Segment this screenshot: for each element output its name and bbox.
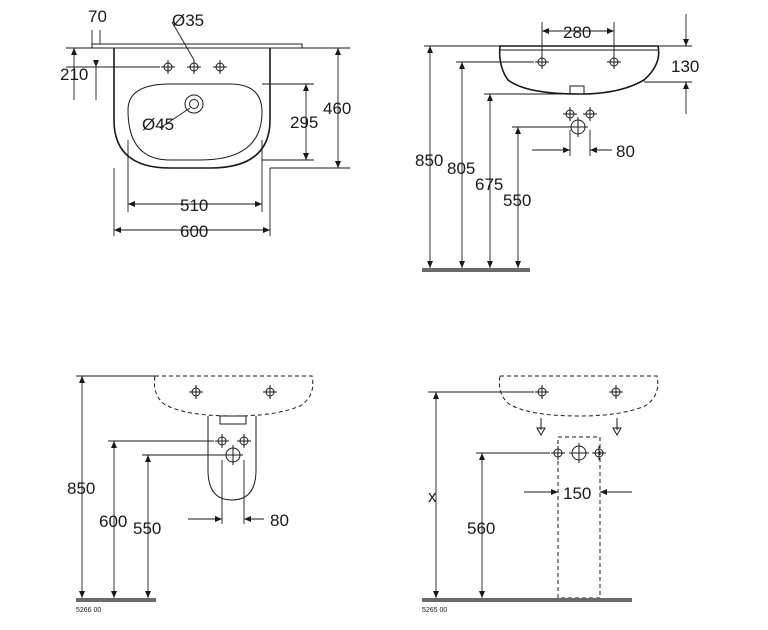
dim-210-label: 210 [60, 65, 88, 84]
dim-550-label: 550 [503, 191, 531, 210]
dim-150-label: 150 [563, 484, 591, 503]
fixing-hole-icon [608, 384, 624, 400]
drain-inner-icon [189, 99, 199, 109]
water-connection-icon [214, 433, 230, 449]
floor-line [76, 598, 156, 602]
floor-line [422, 268, 530, 272]
dim-80-label: 80 [616, 142, 635, 161]
dim-675-label: 675 [475, 175, 503, 194]
dim-80-label: 80 [270, 511, 289, 530]
tap-hole-icon [160, 59, 176, 75]
arrow-down-icon [612, 427, 622, 437]
full-pedestal-view: 150 x 560 5265 00 [422, 375, 659, 614]
half-pedestal [207, 416, 257, 501]
dim-x-label: x [428, 487, 437, 506]
wall-plate [91, 43, 303, 49]
arrow-down-icon [536, 427, 546, 437]
drain-spout [569, 85, 585, 95]
fixing-hole-icon [188, 384, 204, 400]
basin-outline [113, 48, 271, 169]
basin-outline-dashed [153, 375, 314, 417]
water-connection-icon [582, 106, 598, 122]
basin-bowl [127, 83, 263, 161]
floor-line [422, 598, 632, 602]
tap-hole-icon [212, 59, 228, 75]
fixing-hole-icon [534, 384, 550, 400]
basin-profile [498, 45, 660, 95]
dim-805-label: 805 [447, 159, 475, 178]
basin-outline-dashed [498, 375, 659, 417]
dim-510-label: 510 [180, 196, 208, 215]
water-connection-icon [562, 106, 578, 122]
front-view: 280 130 80 850 805 675 [415, 14, 699, 272]
dim-850-label: 850 [67, 479, 95, 498]
tap-hole-icon [186, 59, 202, 75]
water-connection-icon [550, 445, 566, 461]
dim-130-label: 130 [671, 57, 699, 76]
dim-600-label: 600 [180, 222, 208, 241]
dim-850-label: 850 [415, 151, 443, 170]
dim-d35-label: Ø35 [172, 11, 204, 30]
water-connection-icon [236, 433, 252, 449]
dim-600-label: 600 [99, 512, 127, 531]
drain-outer-icon [184, 94, 204, 114]
dim-460-label: 460 [323, 99, 351, 118]
dim-550-label: 550 [133, 519, 161, 538]
half-pedestal-view: 80 850 600 550 5266 00 [67, 375, 314, 614]
water-connection-icon [591, 445, 607, 461]
top-view: 70 Ø35 210 460 295 Ø45 51 [60, 7, 351, 241]
dim-295-label: 295 [290, 113, 318, 132]
dim-280-label: 280 [563, 23, 591, 42]
fixing-hole-icon [262, 384, 278, 400]
product-code: 5266 00 [76, 607, 101, 614]
dim-d45-label: Ø45 [142, 115, 174, 134]
dim-560-label: 560 [467, 519, 495, 538]
dim-70-label: 70 [88, 7, 107, 26]
product-code: 5265 00 [422, 607, 447, 614]
